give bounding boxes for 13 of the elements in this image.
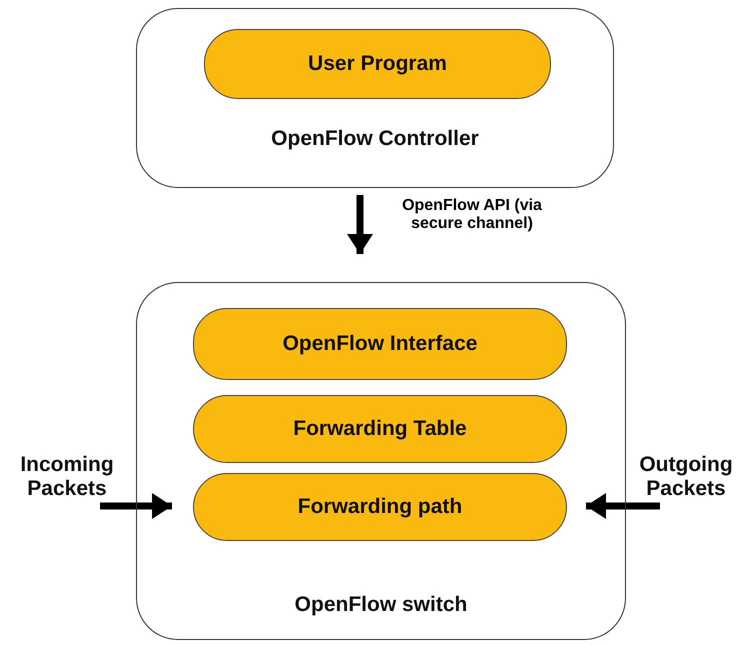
arrow (347, 195, 373, 254)
switch-box (136, 282, 626, 640)
box-label: Forwarding Table (293, 417, 467, 441)
box-title: OpenFlow switch (294, 593, 468, 617)
box-label: OpenFlow Interface (282, 332, 478, 356)
box-label: Forwarding path (298, 495, 462, 519)
box-title: OpenFlow Controller (270, 127, 480, 151)
arrow (100, 493, 172, 519)
packet-label: Incoming Packets (19, 453, 115, 501)
arrow (586, 493, 660, 519)
controller-box (136, 8, 614, 188)
box-label: User Program (308, 52, 447, 76)
packet-label: Outgoing Packets (638, 453, 734, 501)
